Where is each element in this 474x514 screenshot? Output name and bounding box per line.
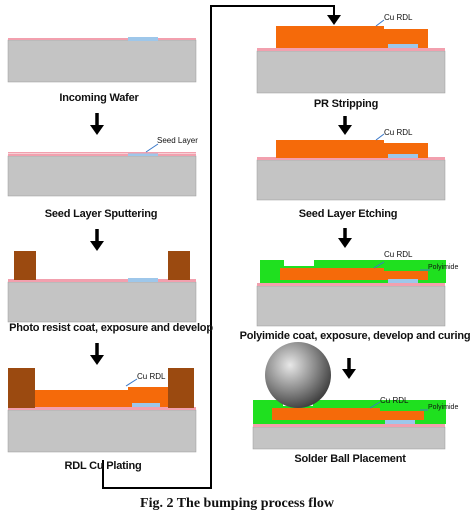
wafer-substrate	[7, 409, 197, 453]
arrow-down-7-head	[342, 369, 356, 379]
label-cu-rdl-step4: Cu RDL	[137, 372, 166, 381]
step-photo-resist	[7, 251, 197, 323]
label-cu-rdl-step7: Cu RDL	[384, 250, 413, 259]
bond-pad	[385, 420, 415, 424]
caption-polyimide-coat: Polyimide coat, exposure, develop and cu…	[239, 330, 471, 342]
passivation-layer	[257, 157, 445, 160]
copper-rdl	[35, 387, 168, 407]
wafer-substrate	[7, 155, 197, 197]
bond-pad	[132, 403, 160, 407]
passivation-layer	[8, 38, 196, 40]
cu-rdl-pointer	[125, 378, 138, 387]
copper-rdl	[272, 408, 424, 420]
bond-pad	[128, 37, 158, 41]
copper-rdl	[280, 268, 428, 280]
cu-rdl-pointer	[375, 19, 385, 27]
step-pr-stripping	[256, 19, 446, 94]
copper-rdl	[276, 140, 428, 158]
caption-seed-layer-etching: Seed Layer Etching	[298, 208, 398, 220]
label-cu-rdl-step8: Cu RDL	[380, 396, 409, 405]
caption-pr-stripping: PR Stripping	[313, 98, 379, 110]
bond-pad	[388, 279, 418, 283]
cu-rdl-pointer	[373, 261, 385, 269]
label-seed-layer: Seed Layer	[157, 136, 198, 145]
column-connector-head	[327, 15, 341, 25]
bond-pad	[128, 278, 158, 282]
seed-layer	[8, 279, 196, 282]
arrow-down-3-head	[90, 355, 104, 365]
bond-pad	[388, 44, 418, 48]
wafer-substrate	[252, 426, 446, 450]
arrow-down-2-head	[90, 241, 104, 251]
seed-layer	[257, 48, 445, 51]
step-seed-layer-etching	[256, 133, 446, 201]
step-polyimide	[256, 260, 446, 327]
label-polyimide-step8: Polyimide	[428, 404, 459, 411]
step-solder-ball	[252, 342, 446, 450]
bond-pad	[388, 154, 418, 158]
solder-ball	[265, 342, 331, 408]
bond-pad	[128, 152, 158, 156]
label-cu-rdl-step6: Cu RDL	[384, 128, 413, 137]
arrow-down-1-head	[90, 125, 104, 135]
copper-rdl	[276, 26, 428, 48]
photoresist-left	[14, 251, 36, 280]
cu-rdl-pointer	[375, 133, 385, 141]
caption-seed-layer-sputtering: Seed Layer Sputtering	[44, 208, 158, 220]
photoresist-left	[8, 368, 35, 408]
caption-rdl-cu-plating: RDL Cu Plating	[64, 460, 142, 472]
seed-layer-pointer	[145, 143, 159, 153]
passivation-layer	[257, 283, 445, 286]
wafer-substrate	[256, 285, 446, 327]
arrow-down-6-head	[338, 238, 352, 248]
step-incoming-wafer	[7, 37, 197, 83]
figure-caption: Fig. 2 The bumping process flow	[140, 496, 334, 511]
passivation-layer	[253, 424, 445, 427]
label-cu-rdl-step5: Cu RDL	[384, 13, 413, 22]
arrow-down-5-head	[338, 125, 352, 135]
seed-layer	[8, 407, 196, 410]
step-rdl-cu-plating	[7, 368, 197, 453]
step-seed-layer-sputtering	[7, 143, 197, 197]
wafer-substrate	[7, 281, 197, 323]
passivation-layer	[8, 154, 196, 156]
column-connector	[102, 5, 335, 489]
photoresist-right	[168, 368, 194, 408]
caption-photo-resist: Photo resist coat, exposure and develop	[9, 322, 213, 334]
wafer-substrate	[7, 39, 197, 83]
wafer-substrate	[256, 50, 446, 94]
seed-layer	[8, 152, 196, 154]
label-polyimide-step7: Polyimide	[428, 264, 459, 271]
cu-rdl-pointer	[369, 401, 381, 409]
wafer-substrate	[256, 159, 446, 201]
caption-solder-ball-placement: Solder Ball Placement	[294, 453, 406, 465]
caption-incoming-wafer: Incoming Wafer	[59, 92, 139, 104]
photoresist-right	[168, 251, 190, 280]
